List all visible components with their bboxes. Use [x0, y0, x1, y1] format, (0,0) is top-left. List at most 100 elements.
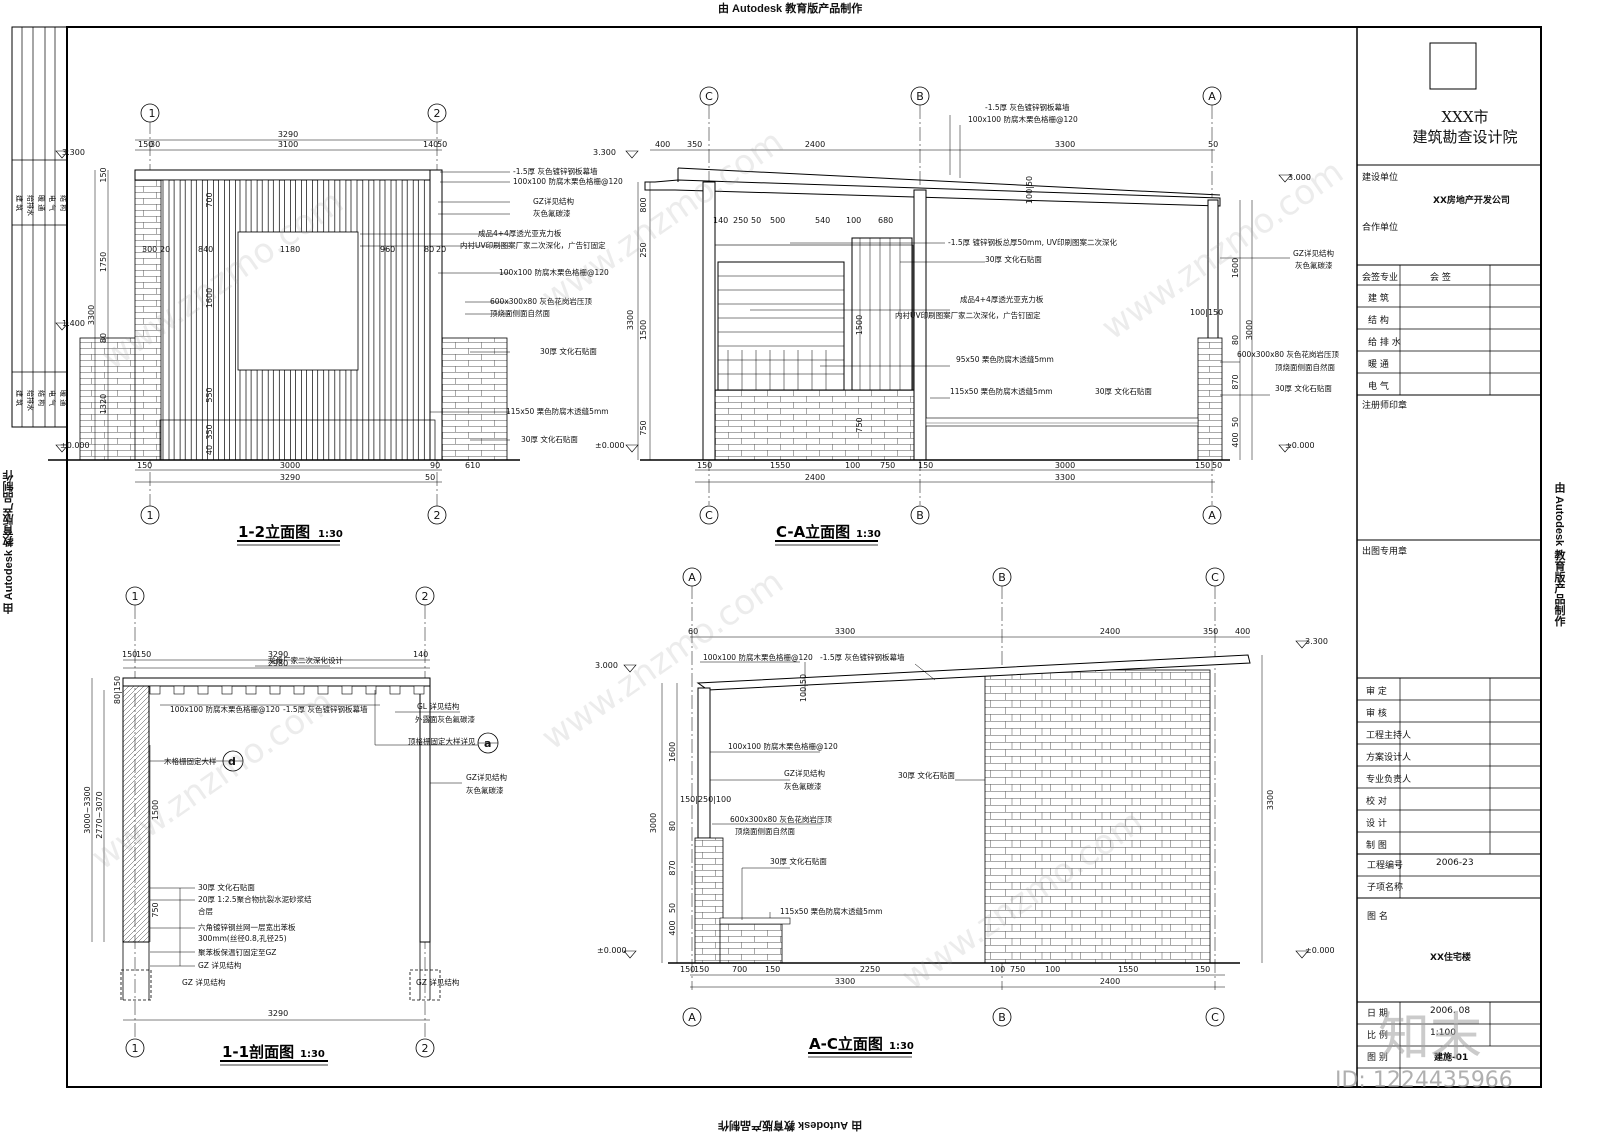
svg-text:80|150: 80|150 [113, 676, 122, 704]
timber-slat [417, 179, 425, 461]
callout-note: 合层 [198, 906, 213, 916]
svg-text:30: 30 [150, 140, 160, 149]
roof-joist [341, 685, 353, 695]
znzmo-logo: 知末 [1378, 1008, 1483, 1068]
svg-text:1320: 1320 [99, 394, 108, 414]
svg-text:150|250|100: 150|250|100 [680, 795, 731, 804]
callout-note: GZ详见结构 [466, 772, 507, 782]
svg-text:350: 350 [687, 140, 702, 149]
timber-slat [328, 179, 336, 233]
svg-text:3300: 3300 [87, 305, 96, 325]
view-4-title: A-C立面图 [809, 1035, 883, 1053]
callout-note: 成品4+4厚透光亚克力板 [960, 294, 1044, 304]
svg-text:350: 350 [205, 424, 214, 439]
svg-text:80: 80 [1231, 335, 1240, 345]
callout-note: -1.5厚 镀锌钢板总厚50mm, UV印刷图案二次深化 [948, 237, 1118, 247]
sign-strip-label: 暖 通 [37, 195, 46, 211]
timber-slat [184, 179, 192, 461]
callout-note: 100x100 防腐木栗色格栅@120 [728, 741, 838, 751]
svg-text:1180: 1180 [280, 245, 300, 254]
view-2-scale: 1:30 [856, 529, 881, 540]
timber-slat [295, 179, 302, 233]
callout-note: 灰色氟碳漆 [533, 208, 571, 218]
project-no-label: 工程编号 [1367, 861, 1404, 871]
svg-text:350: 350 [1203, 627, 1218, 636]
svg-text:50: 50 [668, 903, 677, 913]
svg-text:150: 150 [918, 461, 933, 470]
discipline-label: 结 构 [1368, 316, 1389, 326]
timber-slat [195, 179, 203, 461]
roof-joist [365, 685, 377, 695]
timber-slat [272, 179, 280, 233]
svg-text:50: 50 [1231, 417, 1240, 427]
category-value: 建施-01 [1434, 1053, 1469, 1063]
discipline-label: 建 筑 [1368, 294, 1389, 304]
timber-slat [384, 179, 392, 461]
svg-text:3300: 3300 [835, 977, 855, 986]
svg-text:20: 20 [160, 245, 170, 254]
view-1-1-section [91, 586, 499, 1058]
callout-note: 30厚 文化石贴面 [1095, 386, 1152, 396]
svg-text:3.300: 3.300 [1305, 637, 1328, 646]
svg-text:3.000: 3.000 [595, 661, 618, 670]
svg-text:B: B [998, 1011, 1006, 1024]
sign-strip-label: 暖 通 [59, 390, 68, 406]
callout-note: 600x300x80 灰色花岗岩压顶 [490, 296, 592, 306]
svg-text:2400: 2400 [805, 473, 825, 482]
view-1-title: 1-2立面图 [238, 523, 310, 541]
timber-slat [261, 179, 269, 233]
roof-joist [389, 685, 401, 695]
svg-text:±0.000: ±0.000 [1305, 946, 1335, 955]
callout-note: GZ 详见结构 [198, 960, 242, 970]
znzmo-id: ID: 1224435966 [1335, 1068, 1513, 1093]
drawing-name-label: 图 名 [1367, 912, 1388, 922]
view-3-annotations: 1 2 1 2 3290 2980 150 150 140 3290 d a 龙… [83, 590, 507, 1055]
timber-slat [306, 369, 313, 461]
svg-text:3290: 3290 [268, 650, 288, 659]
timber-slat [350, 369, 358, 461]
svg-text:2250: 2250 [860, 965, 880, 974]
sign-strip-label: 电 气 [48, 390, 57, 406]
svg-text:50: 50 [425, 473, 435, 482]
svg-text:3000: 3000 [1055, 461, 1075, 470]
svg-text:B: B [998, 571, 1006, 584]
svg-text:150: 150 [138, 140, 153, 149]
svg-text:20: 20 [436, 245, 446, 254]
client-value: XX房地产开发公司 [1433, 196, 1510, 206]
callout-note: -1.5厚 灰色镀锌钢板幕墙 [985, 102, 1070, 112]
discipline-label: 电 气 [1368, 382, 1389, 392]
callout-note: 六角镀锌钢丝网一层宽出苯板 [198, 922, 296, 932]
sign-strip-label: 结 构 [59, 195, 68, 211]
roof-joist [197, 685, 209, 695]
timber-slat [284, 369, 291, 461]
svg-text:150: 150 [122, 650, 137, 659]
svg-text:750: 750 [880, 461, 895, 470]
timber-slat [261, 369, 269, 461]
svg-text:140: 140 [423, 140, 438, 149]
view-2-annotations: C B A C B A 400 350 2400 3300 50 140 250… [593, 90, 1339, 522]
svg-text:2400: 2400 [1100, 627, 1120, 636]
view-c-a-elevation [625, 86, 1292, 525]
callout-note: 115x50 栗色防腐木透缝5mm [780, 906, 883, 916]
svg-text:1750: 1750 [99, 252, 108, 272]
timber-slat [218, 179, 225, 461]
svg-text:840: 840 [198, 245, 213, 254]
callout-note: 30厚 文化石贴面 [198, 882, 255, 892]
callout-note: 20厚 1:2.5聚合物抗裂水泥砂浆结 [198, 894, 312, 904]
callout-note: 顶烧面侧面自然面 [735, 826, 795, 836]
svg-text:750: 750 [1010, 965, 1025, 974]
callout-note: 聚苯板保温钉固定至GZ [198, 947, 276, 957]
timber-slat [250, 179, 258, 233]
svg-text:±0.000: ±0.000 [597, 946, 627, 955]
view-4-annotations: A B C A B C 60 3300 2400 350 400 150 150… [595, 571, 1335, 1024]
svg-text:150: 150 [697, 461, 712, 470]
svg-text:1.400: 1.400 [62, 319, 85, 328]
svg-text:3000: 3000 [280, 461, 300, 470]
callout-note: GZ 详见结构 [416, 977, 460, 987]
svg-text:150: 150 [1195, 965, 1210, 974]
timber-slat [162, 179, 170, 461]
scale-label: 比 例 [1367, 1031, 1388, 1041]
svg-text:100: 100 [846, 216, 861, 225]
roof-joist [173, 685, 185, 695]
roof-joist [245, 685, 257, 695]
